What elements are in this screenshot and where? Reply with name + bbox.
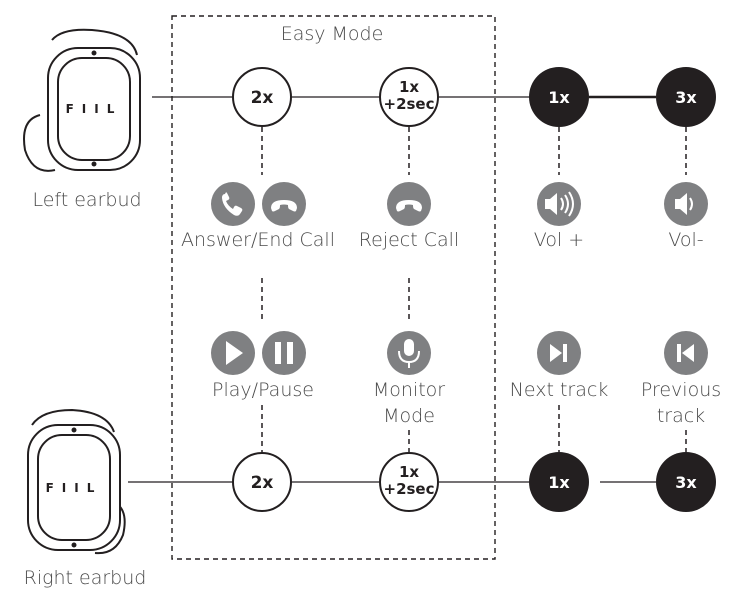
left-earbud-label: Left earbud bbox=[32, 189, 142, 211]
play-icon bbox=[211, 331, 255, 375]
left-tap-1x-2sec-line2: +2sec bbox=[384, 95, 435, 113]
previous-track-icon bbox=[664, 331, 708, 375]
answer-end-call-label: Answer/End Call bbox=[181, 229, 335, 251]
monitor-mode-label-line1: Monitor bbox=[372, 379, 446, 401]
phone-hangup-icon bbox=[387, 182, 431, 226]
right-tap-3x-label: 3x bbox=[675, 473, 697, 492]
easy-mode-label: Easy Mode bbox=[280, 23, 384, 45]
next-track-label: Next track bbox=[509, 379, 609, 401]
reject-call-label: Reject Call bbox=[358, 229, 460, 251]
next-track-icon bbox=[537, 331, 581, 375]
left-tap-1x: 1x bbox=[529, 67, 589, 127]
previous-track-label-line1: Previous bbox=[640, 379, 722, 401]
easy-mode-box bbox=[171, 15, 496, 560]
phone-answer-icon bbox=[211, 182, 255, 226]
vol-up-label: Vol + bbox=[533, 229, 585, 251]
right-tap-1x-2sec-line1: 1x bbox=[399, 463, 419, 481]
volume-up-icon bbox=[537, 182, 581, 226]
right-tap-3x: 3x bbox=[656, 452, 716, 512]
left-tap-1x-2sec-line1: 1x bbox=[399, 78, 419, 96]
right-tap-1x: 1x bbox=[529, 452, 589, 512]
left-tap-2x: 2x bbox=[232, 67, 292, 127]
pause-icon bbox=[262, 331, 306, 375]
right-earbud-illustration: FIIL bbox=[27, 408, 126, 555]
monitor-mode-label-line2: Mode bbox=[383, 405, 435, 427]
right-tap-1x-label: 1x bbox=[548, 473, 570, 492]
right-earbud-brand: FIIL bbox=[46, 481, 103, 495]
left-earbud-brand: FIIL bbox=[66, 102, 123, 116]
left-tap-1x-label: 1x bbox=[548, 88, 570, 107]
left-tap-2x-label: 2x bbox=[251, 88, 274, 108]
volume-down-icon bbox=[664, 182, 708, 226]
right-tap-1x-2sec: 1x +2sec bbox=[379, 452, 439, 512]
right-tap-2x-label: 2x bbox=[251, 473, 274, 493]
left-tap-3x: 3x bbox=[656, 67, 716, 127]
previous-track-label-line2: track bbox=[656, 405, 706, 427]
right-tap-2x: 2x bbox=[232, 452, 292, 512]
left-earbud-illustration: FIIL bbox=[23, 28, 141, 172]
microphone-icon bbox=[387, 331, 431, 375]
vol-down-label: Vol- bbox=[668, 229, 704, 251]
left-tap-1x-2sec: 1x +2sec bbox=[379, 67, 439, 127]
right-tap-1x-2sec-line2: +2sec bbox=[384, 480, 435, 498]
phone-hangup-icon bbox=[262, 182, 306, 226]
left-tap-3x-label: 3x bbox=[675, 88, 697, 107]
play-pause-label: Play/Pause bbox=[212, 379, 314, 401]
right-earbud-label: Right earbud bbox=[23, 567, 147, 589]
